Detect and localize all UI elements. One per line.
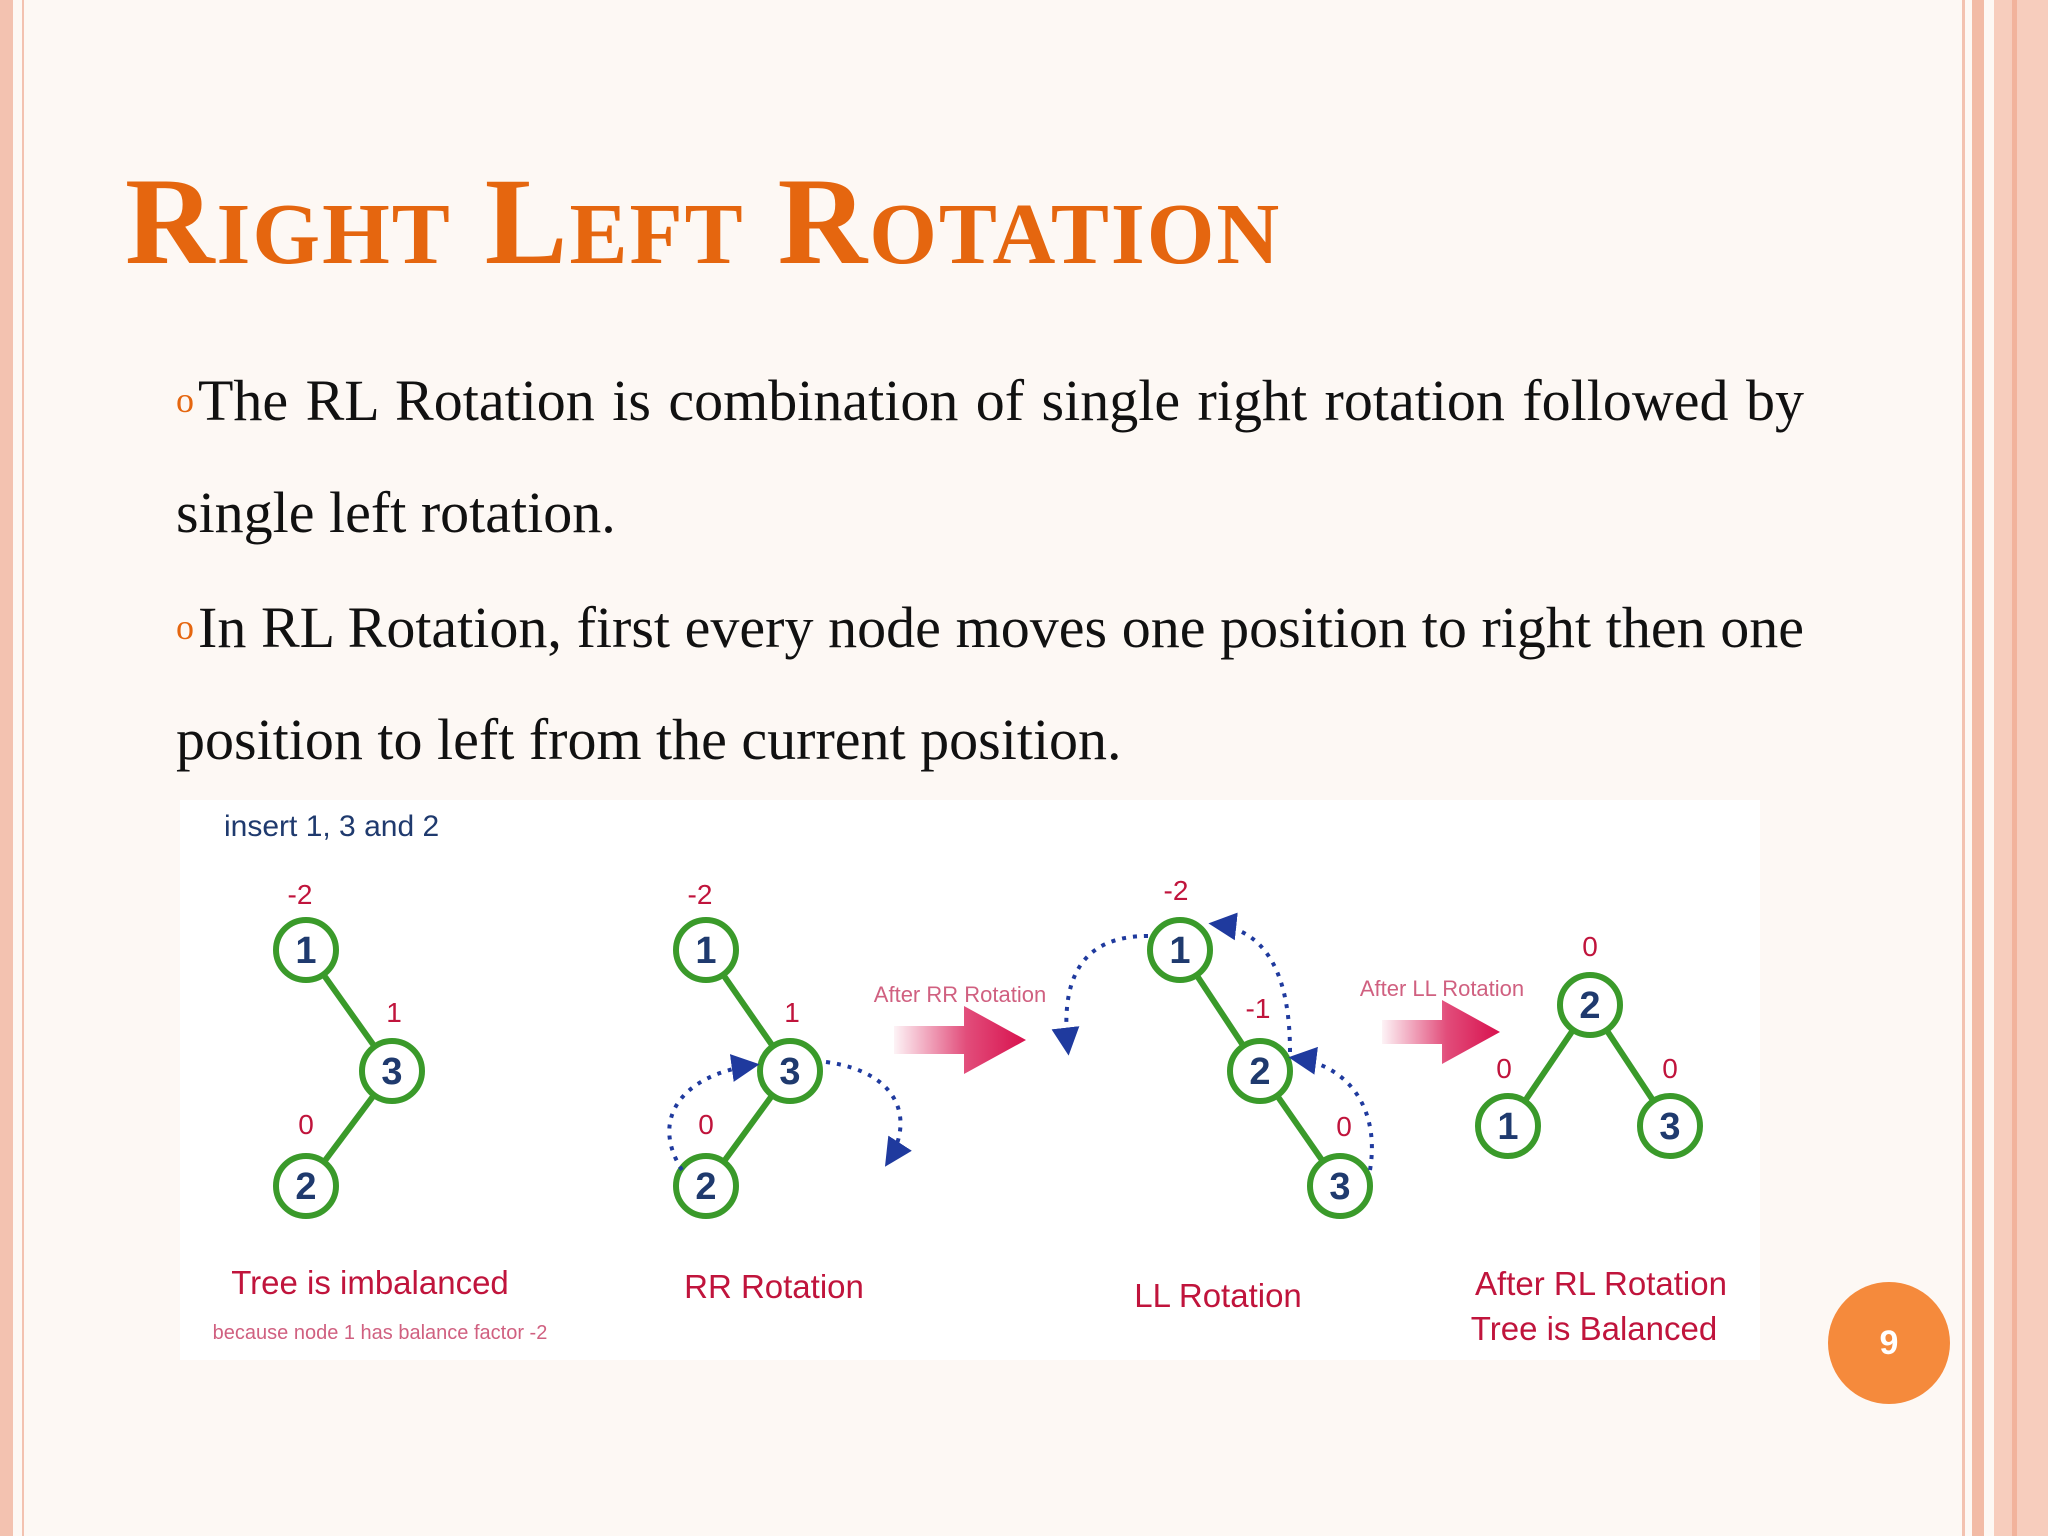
balance-factor: -2	[288, 879, 313, 910]
page-number-badge: 9	[1828, 1282, 1950, 1404]
step3-tree: 1 2 3 -2 -1 0 LL Rotation	[1051, 875, 1374, 1314]
balance-factor: 1	[386, 997, 402, 1028]
rotation-arrow-icon	[1051, 934, 1149, 1056]
node-circle	[359, 1038, 425, 1104]
node-circle	[1307, 1153, 1373, 1219]
right-border-band	[1994, 0, 2048, 1536]
node-circle	[273, 1153, 339, 1219]
right-border-line	[1962, 0, 1965, 1536]
balance-factor: -2	[1164, 875, 1189, 906]
rl-rotation-diagram: insert 1, 3 and 2 1 3 2 -2 1 0 Tree is i…	[180, 800, 1760, 1360]
step2-tree: 1 3 2 -2 1 0 RR Rotation	[667, 879, 912, 1305]
balance-factor: -2	[688, 879, 713, 910]
step1-label: Tree is imbalanced	[231, 1264, 509, 1301]
node-value: 1	[1169, 930, 1190, 972]
slide-title: Right Left Rotation	[125, 153, 1282, 290]
node-value: 3	[779, 1051, 800, 1093]
step4-tree: 2 1 3 0 0 0 After RL Rotation Tree is Ba…	[1471, 931, 1727, 1347]
balance-factor: 1	[784, 997, 800, 1028]
node-value: 1	[1497, 1106, 1518, 1148]
left-border-line	[22, 0, 24, 1536]
node-value: 2	[1249, 1051, 1270, 1093]
rotation-arrow-icon	[1208, 912, 1292, 1053]
rotation-arrow-icon	[667, 1054, 760, 1172]
node-circle	[1475, 1093, 1541, 1159]
balance-factor: 0	[1582, 931, 1598, 962]
node-circle	[1147, 917, 1213, 983]
node-value: 1	[295, 930, 316, 972]
step1-tree: 1 3 2 -2 1 0 Tree is imbalanced because …	[213, 879, 548, 1344]
node-value: 3	[1659, 1106, 1680, 1148]
bullet-1-text: The RL Rotation is combination of single…	[176, 368, 1804, 545]
balance-factor: 0	[298, 1109, 314, 1140]
balance-factor: 0	[1496, 1053, 1512, 1084]
node-value: 2	[695, 1166, 716, 1208]
arrow1-label: After RR Rotation	[874, 982, 1046, 1007]
node-circle	[673, 917, 739, 983]
node-circle	[1557, 972, 1623, 1038]
balance-factor: 0	[1336, 1111, 1352, 1142]
node-circle	[757, 1038, 823, 1104]
node-value: 3	[381, 1051, 402, 1093]
node-value: 2	[1579, 985, 1600, 1027]
balance-factor: -1	[1246, 993, 1271, 1024]
step3-label: LL Rotation	[1134, 1277, 1302, 1314]
transition-arrow-2: After LL Rotation	[1360, 976, 1524, 1064]
balance-factor: 0	[1662, 1053, 1678, 1084]
node-circle	[673, 1153, 739, 1219]
right-arrow-icon	[894, 1006, 1026, 1074]
step1-sublabel: because node 1 has balance factor -2	[213, 1322, 548, 1344]
node-circle	[1637, 1093, 1703, 1159]
diagram-svg: insert 1, 3 and 2 1 3 2 -2 1 0 Tree is i…	[213, 810, 1727, 1347]
right-arrow-icon	[1382, 1000, 1500, 1064]
diagram-caption: insert 1, 3 and 2	[224, 810, 439, 843]
right-border-strip	[1972, 0, 1984, 1536]
bullet-circle-icon: o	[176, 380, 194, 420]
node-value: 2	[295, 1166, 316, 1208]
step4-label-line2: Tree is Balanced	[1471, 1310, 1717, 1347]
step2-label: RR Rotation	[684, 1268, 864, 1305]
node-value: 3	[1329, 1166, 1350, 1208]
bullet-2: oIn RL Rotation, first every node moves …	[176, 571, 1804, 796]
rotation-arrow-icon	[825, 1060, 912, 1167]
balance-factor: 0	[698, 1109, 714, 1140]
left-border	[0, 0, 13, 1536]
bullet-2-text: In RL Rotation, first every node moves o…	[176, 595, 1804, 772]
arrow2-label: After LL Rotation	[1360, 976, 1524, 1001]
node-value: 1	[695, 930, 716, 972]
step4-label-line1: After RL Rotation	[1475, 1265, 1727, 1302]
transition-arrow-1: After RR Rotation	[874, 982, 1046, 1074]
node-circle	[273, 917, 339, 983]
rotation-arrow-icon	[1288, 1046, 1374, 1171]
bullet-1: oThe RL Rotation is combination of singl…	[176, 344, 1804, 569]
right-border-stripe	[2012, 0, 2017, 1536]
bullet-circle-icon: o	[176, 607, 194, 647]
